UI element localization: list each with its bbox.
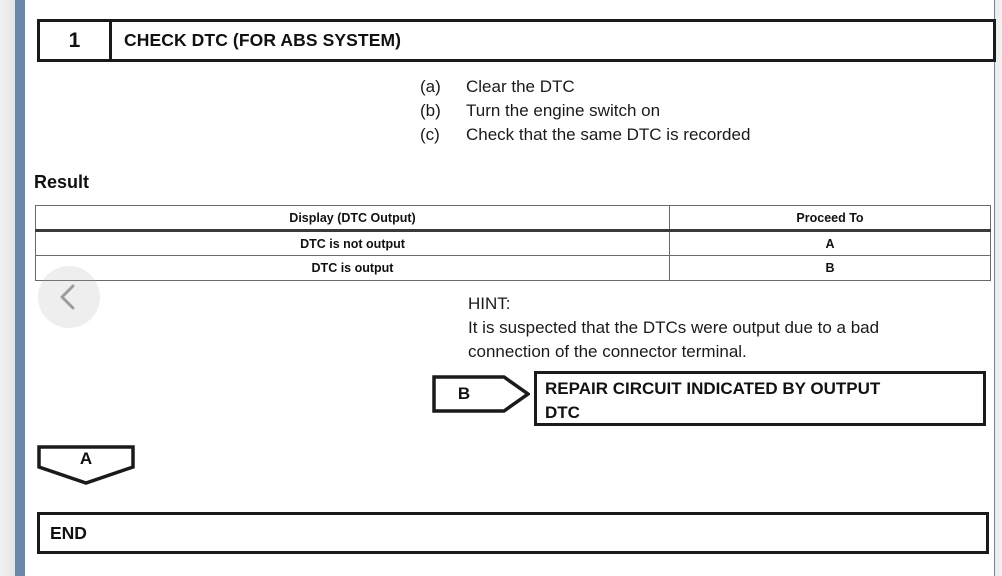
repair-box-line-1: REPAIR CIRCUIT INDICATED BY OUTPUT: [545, 379, 881, 398]
column-header-proceed-to: Proceed To: [669, 205, 991, 232]
end-box: END: [37, 512, 989, 554]
connector-b: B: [432, 375, 530, 413]
step-marker: (a): [420, 77, 441, 96]
chevron-left-icon: [60, 284, 75, 310]
step-title: CHECK DTC (FOR ABS SYSTEM): [124, 30, 402, 50]
column-header-display: Display (DTC Output): [35, 205, 670, 232]
hint-block: HINT: It is suspected that the DTCs were…: [468, 292, 988, 364]
cell-display: DTC is output: [35, 255, 670, 281]
step-text: Turn the engine switch on: [466, 101, 661, 120]
document-page: 1 CHECK DTC (FOR ABS SYSTEM) (a) Clear t…: [26, 0, 996, 576]
repair-box: REPAIR CIRCUIT INDICATED BY OUTPUT DTC: [534, 371, 986, 426]
previous-page-button[interactable]: [38, 266, 100, 328]
procedure-step: (a) Clear the DTC: [420, 75, 980, 99]
cell-proceed-to: B: [669, 255, 991, 281]
connector-a: A: [37, 445, 135, 485]
table-header-row: Display (DTC Output) Proceed To: [35, 205, 991, 232]
step-text: Clear the DTC: [466, 77, 575, 96]
step-header: 1 CHECK DTC (FOR ABS SYSTEM): [37, 19, 996, 62]
result-table: Display (DTC Output) Proceed To DTC is n…: [35, 205, 991, 281]
table-row: DTC is not output A: [35, 230, 991, 256]
cell-proceed-to: A: [669, 230, 991, 256]
hint-line-2: connection of the connector terminal.: [468, 342, 747, 361]
table-row: DTC is output B: [35, 255, 991, 281]
procedure-steps: (a) Clear the DTC (b) Turn the engine sw…: [420, 75, 980, 147]
connector-a-label: A: [79, 449, 93, 468]
procedure-step: (c) Check that the same DTC is recorded: [420, 123, 980, 147]
viewer-edge-bar-left: [15, 0, 25, 576]
repair-box-line-2: DTC: [545, 403, 580, 422]
procedure-step: (b) Turn the engine switch on: [420, 99, 980, 123]
step-marker: (b): [420, 101, 441, 120]
hint-line-1: It is suspected that the DTCs were outpu…: [468, 318, 880, 337]
connector-arrow-down-icon: [37, 445, 135, 485]
cell-display: DTC is not output: [35, 230, 670, 256]
connector-b-label: B: [457, 384, 471, 403]
hint-title: HINT:: [468, 294, 511, 313]
step-marker: (c): [420, 125, 440, 144]
step-number: 1: [40, 22, 112, 59]
result-label: Result: [34, 172, 90, 192]
step-text: Check that the same DTC is recorded: [466, 125, 751, 144]
connector-arrow-right-icon: [432, 375, 530, 413]
